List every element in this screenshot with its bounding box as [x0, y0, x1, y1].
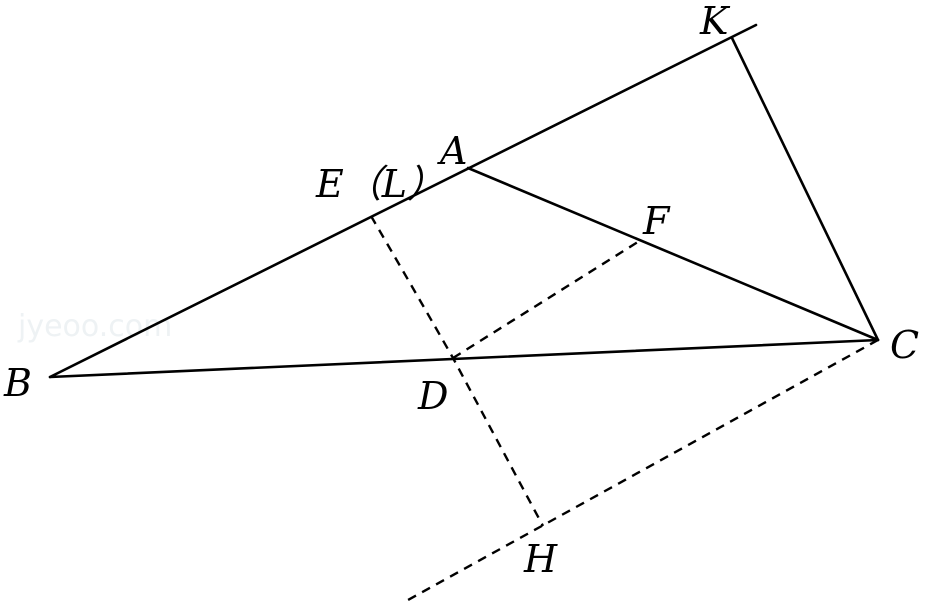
segment-ac	[466, 166, 880, 342]
label-k: K	[699, 0, 731, 43]
dashed-df	[452, 238, 642, 360]
dashed-ch-extended	[407, 338, 879, 602]
segment-bc	[48, 338, 880, 379]
label-h: H	[523, 537, 558, 581]
line-bk	[48, 23, 758, 379]
watermark-text: jyeoo.com	[17, 309, 172, 344]
segment-kc	[730, 36, 880, 342]
label-b: B	[3, 361, 32, 405]
label-f: F	[642, 199, 671, 243]
dashed-e-d-h	[369, 215, 545, 527]
label-e-l: E（L）	[315, 162, 445, 206]
label-a: A	[437, 129, 467, 173]
label-c: C	[890, 323, 919, 367]
label-d: D	[417, 374, 448, 418]
